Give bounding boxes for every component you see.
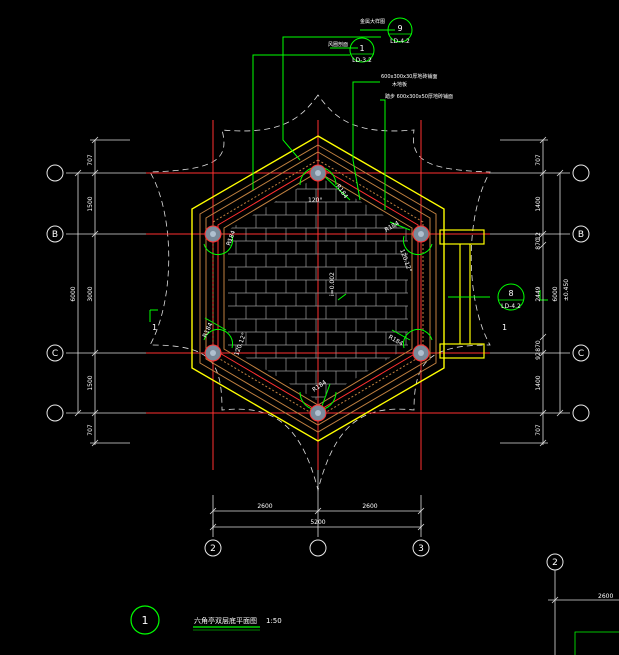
column-bottom-right [412,344,430,362]
angle-right-label: 120.12° [398,248,413,273]
dim-right-extra: ±0.450 [563,279,570,301]
left-dimension-chain [74,136,130,447]
radius-left-top-label: R184 [225,229,237,246]
left-dimension-text: 707 1500 3000 1500 707 6000 [70,154,94,436]
callout-8-number: 8 [508,289,513,298]
dim-right-d: 1400 [535,375,542,390]
column-top [309,164,327,182]
note-tile: 600x300x30厚地砖铺面 [381,73,437,80]
axis-2-small: 2 [552,558,558,568]
callout-9: 9 LD-4.2 金属大样图 [360,17,413,45]
dim-right-c2: 92 [535,352,542,360]
column-top-left [204,225,222,243]
partial-second-drawing [548,570,619,655]
bottom-dimension-text: 2600 2600 5200 [257,503,377,526]
dim-right-bot: 707 [535,424,542,436]
right-dimension-text: 707 1400 12 870 2449 6000 870 92 1400 70… [535,154,570,436]
dim-bottom-total: 5200 [310,519,325,526]
dim-right-b2: 870 [535,238,542,250]
radius-bottom-label: R184 [311,379,328,394]
note-floor: 木地板 [392,81,407,88]
dim-right-c1: 870 [535,340,542,352]
dim-right-a: 1400 [535,196,542,211]
columns [204,164,430,422]
column-top-right [412,225,430,243]
angle-top-label: 120° [308,197,322,204]
green-arcs [203,166,433,411]
dim-right-top: 707 [535,154,542,166]
column-bottom [309,404,327,422]
callout-8-ref: LD-4.2 [501,303,521,310]
dim-left-mid: 3000 [87,286,94,301]
callout-1: 1 LD-3.2 风圈剖面 [328,37,375,64]
right-dimension-chain [500,136,564,447]
callout-1-note: 风圈剖面 [328,41,348,48]
title-number: 1 [142,614,149,627]
column-bottom-left [204,344,222,362]
note-step: 踏步 600x300x50厚地砖铺面 [385,93,453,100]
dim-left-a: 1500 [87,196,94,211]
dim-bottom-left: 2600 [257,503,272,510]
bottom-dimension-chain [209,495,425,531]
title-scale: 1:50 [266,617,282,625]
dim-bottom-small: 2600 [598,593,613,600]
dim-left-total: 6000 [70,286,77,301]
callout-1-number: 1 [359,44,364,53]
drawing-title: 1 六角亭双层底平面图 1:50 [130,605,282,635]
axis-3: 3 [418,544,424,554]
dim-left-top: 707 [87,154,94,166]
axis-B-left: B [52,230,58,240]
axis-C-left: C [52,349,58,359]
dim-right-mid: 2449 [535,286,542,301]
dim-right-b1: 12 [535,232,542,240]
section-mark-left: 1 [152,323,157,332]
axis-B-right: B [578,230,584,240]
dim-right-mid2: 6000 [552,286,559,301]
section-mark-right: 1 [502,323,507,332]
title-text: 六角亭双层底平面图 [194,616,257,625]
hexagon-outer [191,135,445,442]
radius-right-top-label: R184 [384,220,401,234]
callout-9-number: 9 [397,24,402,33]
right-step-platform [439,229,485,359]
axis-C-right: C [578,349,584,359]
axis-bubbles [46,164,590,571]
dim-left-b: 1500 [87,375,94,390]
slope-label: i=0.002 [329,272,336,296]
callout-8: 8 LD-4.2 [497,283,525,311]
dim-bottom-right: 2600 [362,503,377,510]
green-leaders [149,29,548,322]
callout-1-ref: LD-3.2 [352,57,372,64]
axis-2: 2 [210,544,216,554]
dim-left-bot: 707 [87,424,94,436]
callout-9-ref: LD-4.2 [390,38,410,45]
callout-9-note: 金属大样图 [360,18,385,25]
axis-bubble-labels: B C B C 2 3 2 [52,230,584,568]
